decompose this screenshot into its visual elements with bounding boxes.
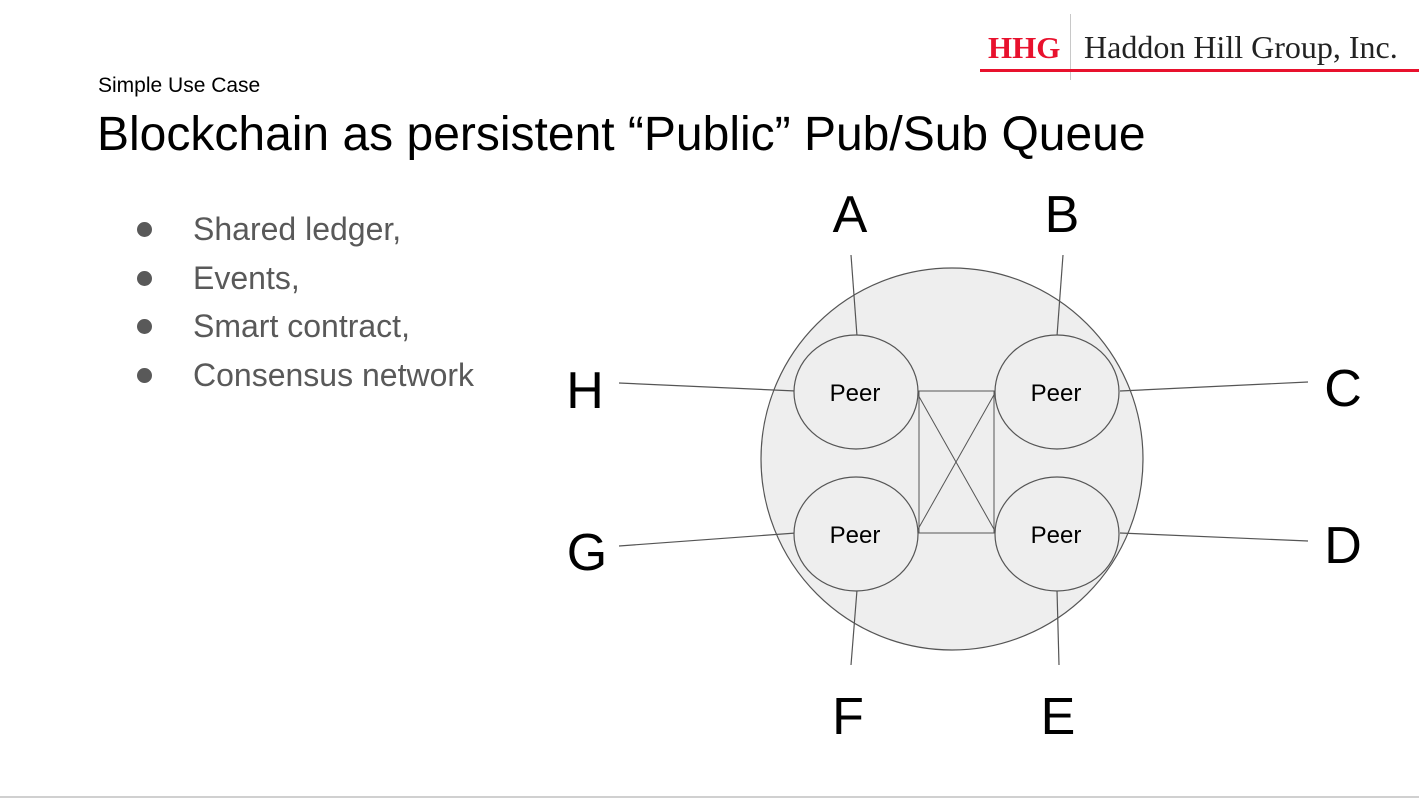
peer-bottom-right: Peer bbox=[994, 476, 1120, 592]
bullet-dot bbox=[137, 367, 152, 383]
peer-top-right: Peer bbox=[994, 334, 1120, 450]
connector-a bbox=[850, 254, 858, 337]
peer-node bbox=[994, 476, 1120, 592]
slide-bottom-border bbox=[0, 796, 1419, 798]
peer-label: Peer bbox=[830, 522, 881, 549]
bullet-item: Consensus network bbox=[135, 353, 474, 402]
bullet-item: Smart contract, bbox=[135, 304, 474, 353]
peer-label: Peer bbox=[1031, 380, 1082, 407]
client-label-b: B bbox=[1045, 186, 1080, 244]
connector-d bbox=[1119, 532, 1309, 542]
bullet-dot bbox=[137, 222, 152, 237]
client-label-e: E bbox=[1041, 688, 1076, 746]
bullet-item: Shared ledger, bbox=[135, 207, 474, 256]
client-label-h: H bbox=[566, 362, 604, 420]
bullet-list: Shared ledger, Events, Smart contract, C… bbox=[135, 207, 474, 401]
logo-company-name: Haddon Hill Group, Inc. bbox=[1084, 29, 1398, 65]
slide-title: Blockchain as persistent “Public” Pub/Su… bbox=[97, 108, 1146, 161]
slide-subtitle: Simple Use Case bbox=[98, 74, 261, 97]
connector-g bbox=[618, 532, 797, 547]
bullet-item: Events, bbox=[135, 256, 474, 305]
bullet-text: Events, bbox=[193, 259, 300, 296]
client-label-g: G bbox=[567, 524, 607, 582]
client-label-a: A bbox=[833, 186, 868, 244]
client-label-f: F bbox=[832, 688, 864, 746]
network-circle bbox=[760, 267, 1144, 651]
bullet-dot bbox=[137, 270, 152, 286]
bullet-text: Consensus network bbox=[193, 356, 475, 393]
connector-b bbox=[1056, 254, 1064, 337]
peer-label: Peer bbox=[1031, 522, 1082, 549]
peer-label: Peer bbox=[830, 380, 881, 407]
client-label-d: D bbox=[1324, 517, 1362, 575]
peer-node bbox=[793, 476, 919, 592]
mesh-diagonal-2 bbox=[916, 392, 996, 532]
bullet-text: Shared ledger, bbox=[193, 211, 402, 247]
client-label-c: C bbox=[1324, 360, 1362, 418]
connector-f bbox=[850, 589, 858, 666]
logo-mark: HHG bbox=[988, 30, 1061, 65]
connector-c bbox=[1119, 381, 1309, 392]
logo-divider bbox=[1070, 14, 1071, 80]
logo-rule bbox=[980, 69, 1419, 72]
peer-bottom-left: Peer bbox=[793, 476, 919, 592]
peer-node bbox=[994, 334, 1120, 450]
company-logo: HHG Haddon Hill Group, Inc. bbox=[980, 14, 1419, 80]
bullet-text: Smart contract, bbox=[193, 308, 410, 344]
peer-node bbox=[793, 334, 919, 450]
peer-top-left: Peer bbox=[793, 334, 919, 450]
connector-h bbox=[618, 382, 797, 392]
bullet-dot bbox=[137, 319, 152, 334]
connector-e bbox=[1056, 589, 1060, 666]
